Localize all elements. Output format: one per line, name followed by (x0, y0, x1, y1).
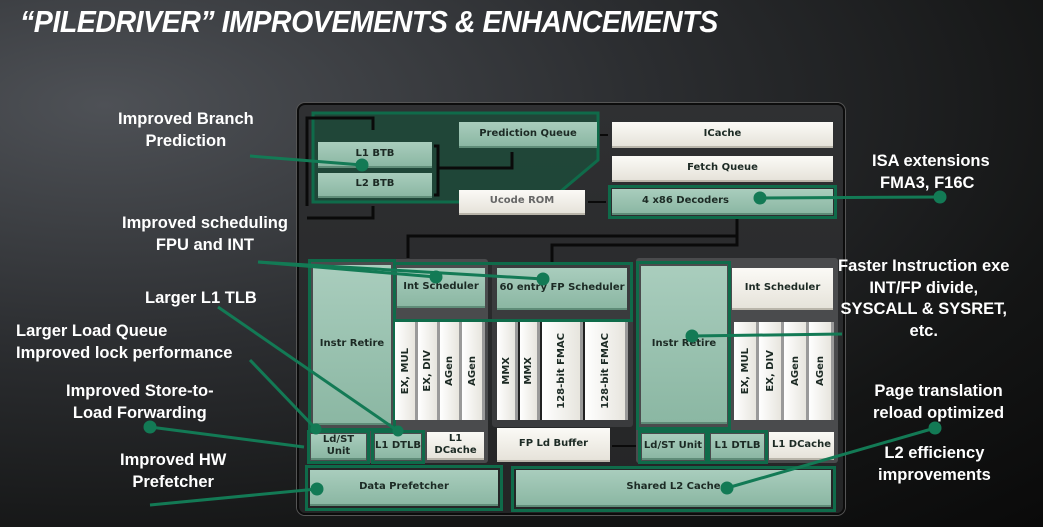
fp-unit: MMX (520, 322, 540, 420)
exec-unit: EX, DIV (759, 322, 784, 420)
store-line (149, 425, 305, 449)
isa-line (759, 195, 941, 200)
right-l1-dtlb: L1 DTLB (711, 434, 764, 460)
exec-unit: EX, DIV (418, 322, 440, 420)
dispatch-lines (406, 218, 739, 262)
right-int-scheduler: Int Scheduler (732, 268, 833, 310)
ldst-highlight (307, 430, 370, 464)
callout-dot (429, 270, 443, 284)
exec-unit: AGen (462, 322, 485, 420)
callout-dot (143, 420, 157, 434)
fetch-queue: Fetch Queue (612, 156, 833, 182)
left-l1-dtlb: L1 DTLB (375, 434, 421, 460)
decoders-highlight (608, 185, 837, 219)
right-ldst-highlight (638, 430, 708, 464)
scheduler-highlight (393, 262, 633, 322)
right-exec-units: EX, MUL EX, DIV AGen AGen (734, 322, 834, 420)
exec-unit: AGen (784, 322, 809, 420)
branch-line (249, 154, 363, 167)
fp-unit: 128-bit FMAC (542, 322, 583, 420)
right-ldst-unit: Ld/ST Unit (642, 434, 704, 460)
callout-store: Improved Store-to-Load Forwarding (66, 382, 214, 422)
right-l1-dcache: L1 DCache (769, 432, 834, 460)
fp-scheduler: 60 entry FP Scheduler (497, 268, 627, 310)
l2-highlight (511, 466, 836, 512)
callout-dot (933, 190, 947, 204)
exec-unit: EX, MUL (734, 322, 759, 420)
exec-unit: EX, MUL (395, 322, 418, 420)
icache: ICache (612, 122, 833, 148)
loadqueue-line (248, 358, 318, 431)
tlb-line (217, 305, 399, 433)
l2-btb: L2 BTB (318, 173, 432, 198)
callout-dot (310, 482, 324, 496)
exec-unit: AGen (809, 322, 834, 420)
slide-title: “PILEDRIVER” IMPROVEMENTS & ENHANCEMENTS (20, 4, 718, 39)
right-retire-highlight (636, 261, 731, 430)
left-ldst-unit: Ld/ST Unit (311, 434, 366, 460)
left-exec-units: EX, MUL EX, DIV AGen AGen (395, 322, 485, 420)
exec-unit: AGen (440, 322, 462, 420)
callout-dot (355, 158, 369, 172)
left-l1-dcache: L1 DCache (427, 432, 484, 460)
callout-dot (753, 191, 767, 205)
arrows (498, 134, 640, 447)
btb-to-pq-line (434, 144, 514, 197)
ucode-rom: Ucode ROM (459, 190, 585, 215)
fp-ld-buffer: FP Ld Buffer (497, 428, 610, 462)
callout-dot (310, 423, 322, 435)
faster-line (691, 332, 843, 338)
right-dtlb-highlight (707, 430, 768, 464)
data-prefetcher: Data Prefetcher (310, 470, 498, 506)
callout-dot (928, 421, 942, 435)
l2-line (726, 426, 936, 490)
fp-exec-units: MMX MMX 128-bit FMAC 128-bit FMAC (497, 322, 628, 420)
prefetch-line (149, 487, 318, 507)
callout-dot (720, 481, 734, 495)
scheduling-line-fp (257, 260, 544, 281)
callout-dot (392, 425, 404, 437)
callout-dot (685, 329, 699, 343)
right-instr-retire: Instr Retire (641, 266, 727, 424)
shared-l2-cache: Shared L2 Cache (516, 470, 831, 507)
callout-dot (536, 272, 550, 286)
prediction-queue: Prediction Queue (459, 122, 597, 148)
fp-unit: MMX (497, 322, 518, 420)
callout-tlb: Larger L1 TLB (145, 289, 257, 307)
x86-decoders: 4 x86 Decoders (612, 189, 833, 215)
prefetcher-highlight (305, 465, 503, 511)
retire-highlight (308, 259, 396, 431)
fp-unit: 128-bit FMAC (585, 322, 628, 420)
